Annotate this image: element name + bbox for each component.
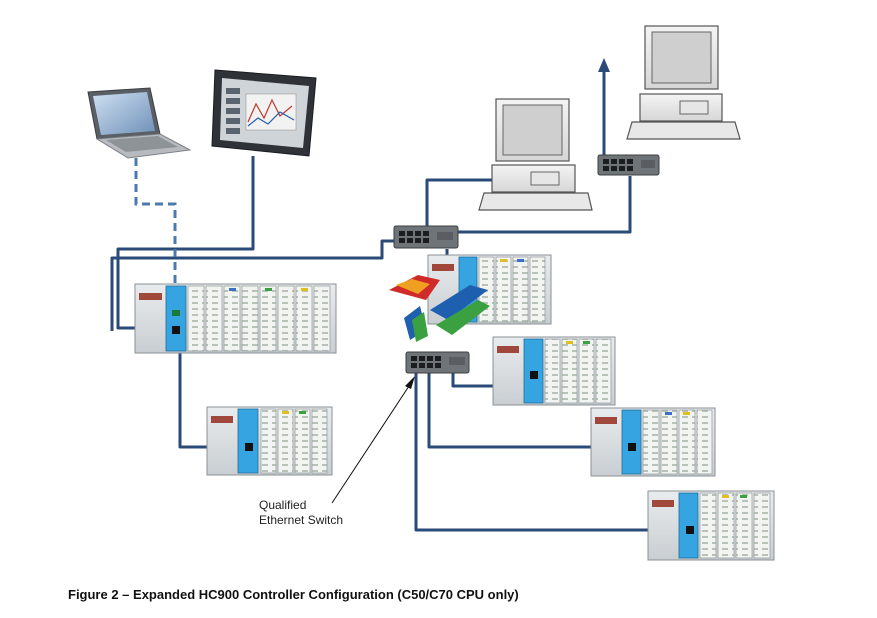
controller-rack-icon [590, 407, 716, 477]
controller-rack-icon [206, 406, 333, 476]
ethernet-switch-icon [597, 154, 660, 176]
arrow-up-icon [598, 58, 610, 72]
ethernet-switch-icon [393, 225, 459, 249]
controller-rack-icon [492, 336, 616, 406]
switch-annotation: Qualified Ethernet Switch [259, 498, 343, 528]
desktop-pc-icon [478, 98, 593, 211]
desktop-pc-icon [626, 25, 741, 140]
callout-arrow [331, 376, 415, 504]
annotation-line-1: Qualified [259, 498, 307, 512]
controller-rack-icon [134, 283, 337, 354]
operator-panel-icon [211, 69, 317, 157]
controller-rack-icon [647, 490, 775, 561]
cables [110, 64, 695, 532]
figure-caption: Figure 2 – Expanded HC900 Controller Con… [68, 587, 519, 602]
laptop-icon [87, 87, 192, 159]
annotation-line-2: Ethernet Switch [259, 513, 344, 527]
controller-rack-icon [427, 254, 552, 325]
company-logo-icon [389, 275, 490, 342]
wireless-link [134, 158, 177, 308]
ethernet-switch-icon [405, 351, 470, 374]
